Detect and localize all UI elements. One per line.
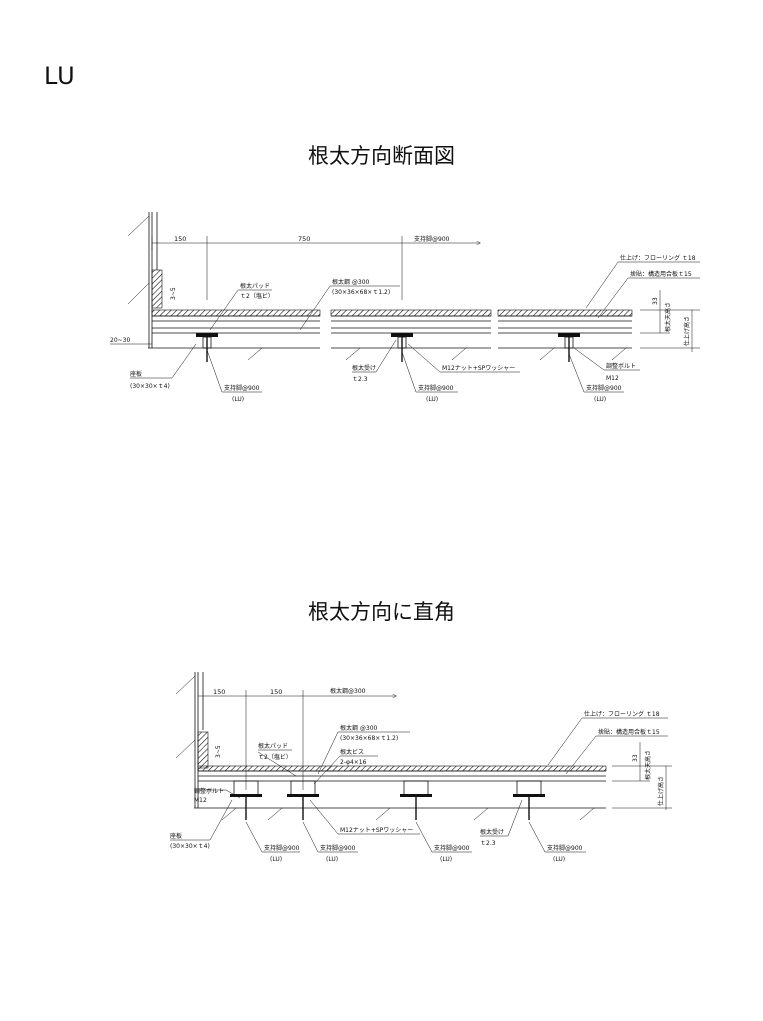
label-leg-1: 支持脚@900 xyxy=(224,384,260,392)
label-finish-height-2: 仕上げ高さ xyxy=(657,776,665,806)
dim-3-5: 3~5 xyxy=(170,287,177,300)
label-screw: 根太ビス xyxy=(340,748,364,756)
label-joist-spec-2: (30×36×68×ｔ1.2) xyxy=(340,735,398,742)
dim-20-30: 20~30 xyxy=(110,337,130,344)
floor-segment-2 xyxy=(330,309,492,334)
label-joist-height-2: 根太天高さ xyxy=(644,750,652,780)
label-sill-2: 座板 xyxy=(170,832,182,840)
section1-title: 根太方向断面図 xyxy=(308,144,455,168)
dim-150a: 150 xyxy=(213,688,225,696)
label-joist-height: 根太天高さ xyxy=(664,302,672,332)
support-leg-1c xyxy=(558,333,580,362)
floor-segment-3 xyxy=(497,309,633,334)
dim-joist-pitch: 根太鋼@300 xyxy=(330,687,366,695)
dimension-top-1: 150 750 支持脚@900 xyxy=(151,235,480,300)
joist-leg-2c xyxy=(400,780,432,820)
dim-support-pitch: 支持脚@900 xyxy=(414,235,450,243)
floor-segment-1 xyxy=(151,309,321,334)
label-nut: M12ナット+SPワッシャー xyxy=(442,365,515,372)
label-joist: 根太鋼 @300 xyxy=(332,278,370,286)
section2-drawing: 150 150 根太鋼@300 xyxy=(170,672,672,863)
floor-2 xyxy=(194,765,607,809)
dim-150: 150 xyxy=(174,235,186,243)
page-label: LU xyxy=(44,62,76,90)
label-joist-2: 根太鋼 @300 xyxy=(340,724,378,732)
section2-title: 根太方向に直角 xyxy=(308,600,455,624)
label-pad: 根太パッド xyxy=(240,282,270,290)
label-leg-sub-3: (LU) xyxy=(594,396,606,403)
label-leg-sub-2c: (LU) xyxy=(440,856,452,863)
label-bolt-2: 調整ボルト xyxy=(194,787,224,795)
label-sill: 座板 xyxy=(130,370,142,378)
label-receiver: 根太受け xyxy=(352,364,376,372)
dim-3-5-2: 3~5 xyxy=(215,745,222,758)
label-bolt-spec: M12 xyxy=(606,375,619,382)
label-leg-sub-2a: (LU) xyxy=(270,856,282,863)
dimension-top-2: 150 150 根太鋼@300 xyxy=(198,687,396,790)
dim-750: 750 xyxy=(298,235,310,243)
label-receiver-spec: ｔ2.3 xyxy=(352,376,368,383)
label-leg-3: 支持脚@900 xyxy=(586,384,622,392)
label-leg-2c: 支持脚@900 xyxy=(434,844,470,852)
label-leg-sub-1: (LU) xyxy=(232,396,244,403)
label-bolt-spec-2: M12 xyxy=(194,797,207,804)
label-base: 捨貼：構造用合板ｔ15 xyxy=(630,270,692,278)
label-finish-height: 仕上げ高さ xyxy=(683,316,691,346)
section1-drawing: 150 750 支持脚@900 xyxy=(110,212,700,403)
wall-1 xyxy=(127,212,163,348)
label-leg-2b: 支持脚@900 xyxy=(320,844,356,852)
support-leg-1a xyxy=(196,333,218,362)
label-leg-sub-2d: (LU) xyxy=(553,856,565,863)
label-finish: 仕上げ：フローリング ｔ18 xyxy=(620,254,696,262)
label-pad-spec: ｔ2（塩ビ） xyxy=(240,292,274,300)
label-finish-2: 仕上げ：フローリング ｔ18 xyxy=(584,710,660,718)
label-leg-2a: 支持脚@900 xyxy=(264,844,300,852)
joist-leg-2a xyxy=(230,780,262,820)
label-sill-spec-2: (30×30×ｔ4) xyxy=(170,843,210,850)
label-leg-2d: 支持脚@900 xyxy=(547,844,583,852)
label-pad-2: 根太パッド xyxy=(258,742,288,750)
dim-150b: 150 xyxy=(270,688,282,696)
label-pad-spec-2: ｔ2（塩ビ） xyxy=(258,753,292,761)
label-base-2: 捨貼：構造用合板ｔ15 xyxy=(598,728,660,736)
label-bolt: 調整ボルト xyxy=(606,362,636,370)
label-leg-2: 支持脚@900 xyxy=(418,384,454,392)
dim-33-2: 33 xyxy=(632,754,639,762)
dim-33: 33 xyxy=(652,297,659,305)
label-joist-spec: (30×36×68×ｔ1.2) xyxy=(332,289,390,296)
label-sill-spec: (30×30×ｔ4) xyxy=(130,383,170,390)
label-nut-2: M12ナット+SPワッシャー xyxy=(340,827,413,834)
joist-leg-2b xyxy=(287,780,319,820)
label-receiver-spec-2: ｔ2.3 xyxy=(480,840,496,847)
support-leg-1b xyxy=(391,333,413,362)
label-receiver-2: 根太受け xyxy=(480,828,504,836)
label-leg-sub-2b: (LU) xyxy=(326,856,338,863)
label-screw-spec: 2-φ4×16 xyxy=(340,759,367,766)
label-leg-sub-2: (LU) xyxy=(426,396,438,403)
joist-leg-2d xyxy=(513,780,545,820)
